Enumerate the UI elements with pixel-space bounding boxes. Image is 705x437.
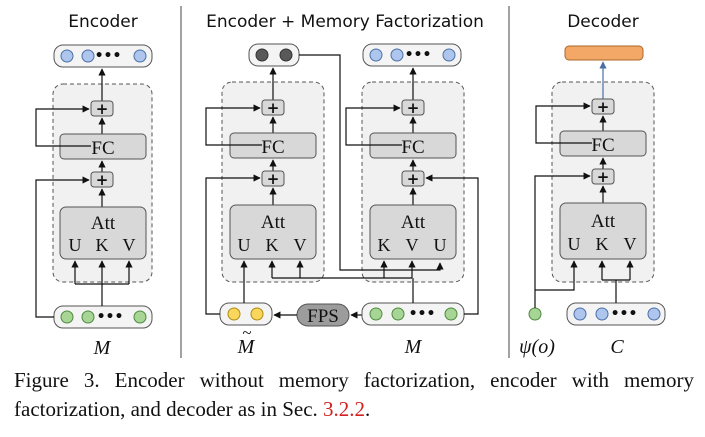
input-token bbox=[60, 310, 74, 324]
memory-variable: M bbox=[404, 336, 423, 358]
output-token bbox=[133, 49, 147, 63]
token-ellipsis: ••• bbox=[97, 309, 124, 325]
caption-end: . bbox=[365, 397, 371, 421]
sampled-memory-variable: M bbox=[237, 336, 256, 358]
add-symbol: + bbox=[597, 168, 610, 186]
add-node bbox=[261, 99, 285, 116]
figure-caption: Figure 3. Encoder without memory factori… bbox=[14, 366, 694, 424]
input-token bbox=[444, 307, 458, 321]
fps-label: FPS bbox=[307, 306, 339, 327]
context-variable: C bbox=[610, 336, 624, 358]
add-node bbox=[591, 168, 615, 185]
decoder-title: Decoder bbox=[567, 12, 639, 32]
add-symbol: + bbox=[407, 99, 420, 117]
memory-factor-connection bbox=[299, 54, 444, 271]
residual-connection bbox=[35, 105, 91, 147]
sampled-token bbox=[250, 307, 264, 321]
att-input-k: K bbox=[96, 235, 109, 255]
fc-label: FC bbox=[261, 137, 284, 158]
encoder-mf-output-tokens bbox=[362, 43, 462, 67]
encoder-panel: Encoder ••• + FC + Att U K V •• bbox=[35, 12, 153, 359]
fc-label: FC bbox=[401, 137, 424, 158]
residual-connection bbox=[205, 174, 261, 315]
output-token bbox=[279, 48, 293, 62]
encoder-output-tokens bbox=[53, 44, 153, 68]
token-ellipsis: ••• bbox=[95, 48, 122, 64]
encoder-title: Encoder bbox=[68, 12, 138, 32]
add-symbol: + bbox=[407, 170, 420, 188]
attention-block bbox=[229, 204, 317, 260]
residual-connection bbox=[345, 104, 402, 146]
context-token bbox=[595, 307, 609, 321]
query-variable: ψ(o) bbox=[519, 336, 555, 358]
attention-block bbox=[369, 204, 457, 260]
att-input-u: U bbox=[568, 234, 581, 254]
input-token bbox=[133, 310, 147, 324]
output-token bbox=[60, 49, 74, 63]
add-symbol: + bbox=[597, 98, 610, 116]
att-input-v: V bbox=[123, 235, 136, 255]
att-label: Att bbox=[401, 212, 426, 233]
output-token bbox=[390, 48, 404, 62]
output-token bbox=[255, 48, 269, 62]
architecture-diagram: Encoder ••• + FC + Att U K V •• bbox=[35, 6, 666, 359]
fc-label: FC bbox=[91, 138, 114, 159]
att-input-v: V bbox=[406, 235, 419, 255]
residual-connection bbox=[534, 172, 591, 308]
add-symbol: + bbox=[267, 99, 280, 117]
att-input-u: U bbox=[238, 235, 251, 255]
caption-text: Figure 3. Encoder without memory factori… bbox=[14, 368, 694, 421]
context-token bbox=[573, 307, 587, 321]
att-input-k: K bbox=[596, 234, 609, 254]
output-token bbox=[442, 48, 456, 62]
input-token bbox=[391, 307, 405, 321]
add-node bbox=[261, 170, 285, 187]
decoder-panel: Decoder + FC + Att U K V ••• ψ(o) bbox=[519, 12, 666, 358]
add-node bbox=[401, 99, 425, 116]
encoder-mf-panel: Encoder + Memory Factorization + FC + At… bbox=[205, 12, 484, 358]
memory-variable: M bbox=[93, 337, 112, 359]
token-ellipsis: ••• bbox=[611, 306, 638, 322]
att-input-v: V bbox=[294, 235, 307, 255]
att-label: Att bbox=[261, 212, 286, 233]
residual-connection bbox=[205, 104, 262, 146]
add-symbol: + bbox=[267, 170, 280, 188]
att-input-k: K bbox=[266, 235, 279, 255]
residual-connection bbox=[35, 176, 90, 318]
token-ellipsis: ••• bbox=[405, 47, 432, 63]
token-ellipsis: ••• bbox=[409, 306, 436, 322]
att-input-v: V bbox=[624, 234, 637, 254]
att-input-k: K bbox=[378, 235, 391, 255]
section-reference-link[interactable]: 3.2.2 bbox=[323, 397, 366, 421]
tilde-mark: ~ bbox=[242, 323, 251, 342]
residual-connection bbox=[535, 102, 592, 144]
add-node bbox=[591, 98, 615, 115]
add-symbol: + bbox=[96, 171, 109, 189]
add-node bbox=[90, 171, 114, 188]
fc-label: FC bbox=[591, 135, 614, 156]
encoder-mf-title: Encoder + Memory Factorization bbox=[206, 12, 484, 32]
sampled-token bbox=[227, 307, 241, 321]
att-input-u: U bbox=[434, 235, 447, 255]
query-token bbox=[528, 307, 542, 321]
query-connection bbox=[540, 260, 578, 291]
output-token bbox=[81, 49, 95, 63]
context-token bbox=[647, 307, 661, 321]
residual-connection bbox=[425, 174, 479, 315]
attention-block bbox=[559, 202, 647, 260]
att-label: Att bbox=[91, 213, 116, 234]
add-node bbox=[90, 100, 114, 117]
input-token bbox=[81, 310, 95, 324]
input-token bbox=[369, 307, 383, 321]
add-node bbox=[401, 170, 425, 187]
attention-block bbox=[59, 206, 147, 260]
decoder-output bbox=[564, 45, 644, 61]
add-symbol: + bbox=[96, 100, 109, 118]
output-token bbox=[369, 48, 383, 62]
att-input-u: U bbox=[69, 235, 82, 255]
att-label: Att bbox=[591, 211, 616, 232]
